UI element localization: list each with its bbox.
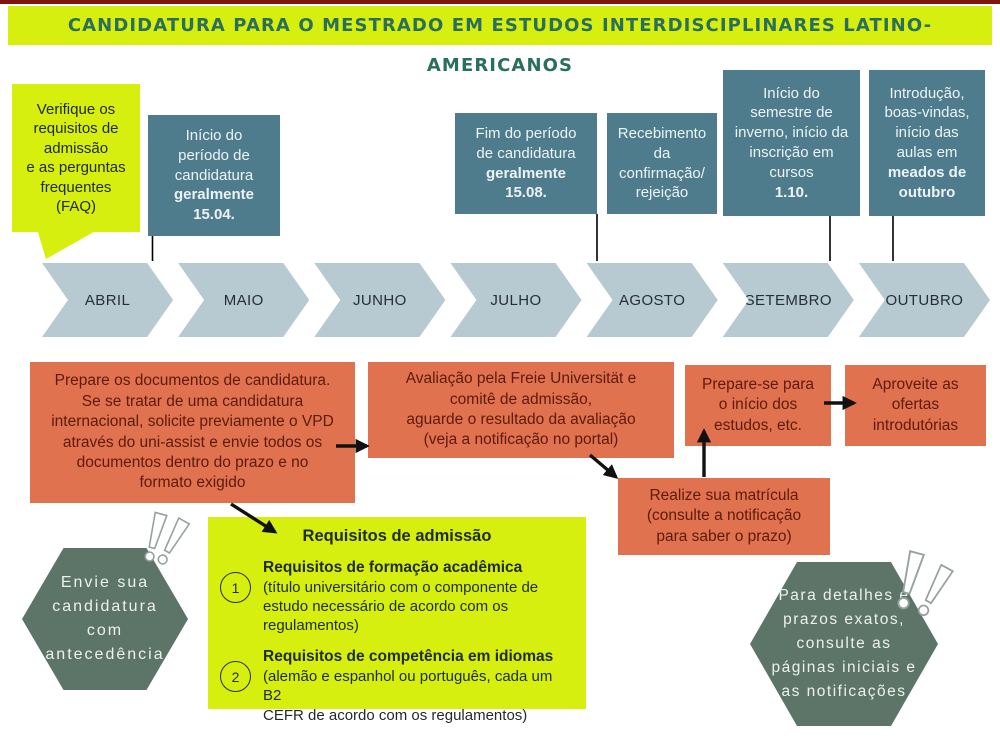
requirement-text: Requisitos de competência em idiomas (al…	[263, 647, 574, 724]
milestone-text: Início do período de candidatura	[174, 127, 254, 184]
milestone-classes-start: Introdução, boas-vindas, início das aula…	[869, 70, 985, 216]
requirement-heading: Requisitos de formação acadêmica	[263, 559, 523, 576]
milestone-text: Introdução, boas-vindas, início das aula…	[884, 84, 970, 161]
timeline-month-abril: ABRIL	[42, 263, 173, 337]
note-apply-early: Envie sua candidatura com antecedência	[22, 548, 188, 690]
milestone-semester-start: Início do semestre de inverno, início da…	[723, 70, 860, 216]
milestone-application-end: Fim do período de candidatura geralmente…	[455, 113, 597, 214]
step-prepare-documents: Prepare os documentos de candidatura. Se…	[30, 362, 355, 503]
requirement-number-badge: 2	[220, 661, 251, 693]
requirement-text: Requisitos de formação acadêmica (título…	[263, 558, 538, 635]
milestone-application-start: Início do período de candidatura geralme…	[148, 115, 280, 236]
milestone-date: 1.10.	[774, 183, 809, 201]
step-intro-offers: Aproveite as ofertas introdutórias	[845, 365, 986, 446]
page-title: CANDIDATURA PARA O MESTRADO EM ESTUDOS I…	[8, 6, 992, 76]
exclamation-icon	[157, 516, 191, 565]
step-evaluation: Avaliação pela Freie Universität e comit…	[368, 362, 674, 458]
note-check-pages: Para detalhes e prazos exatos, consulte …	[750, 562, 938, 726]
flow-arrow-evaluation-to-enrollment	[588, 453, 619, 479]
month-timeline: ABRIL MAIO JUNHO JULHO AGOSTO SETEMBRO O…	[42, 263, 990, 337]
timeline-month-outubro: OUTUBRO	[859, 263, 990, 337]
timeline-month-maio: MAIO	[178, 263, 309, 337]
timeline-month-setembro: SETEMBRO	[723, 263, 854, 337]
admission-requirements-title: Requisitos de admissão	[302, 527, 492, 545]
admission-requirements-panel: Requisitos de admissão 1 Requisitos de f…	[208, 517, 586, 724]
milestone-text: Início do semestre de inverno, início da…	[734, 84, 849, 181]
top-accent-strip	[0, 0, 1000, 4]
requirement-detail: (título universitário com o componente d…	[263, 578, 539, 635]
milestone-confirmation: Recebimento da confirmação/ rejeição	[607, 113, 717, 214]
requirement-item-language: 2 Requisitos de competência em idiomas (…	[220, 647, 574, 724]
timeline-month-agosto: AGOSTO	[587, 263, 718, 337]
requirement-number-badge: 1	[220, 572, 251, 603]
requirement-heading: Requisitos de competência em idiomas	[263, 648, 554, 666]
milestone-date: geralmente 15.04.	[173, 186, 255, 224]
faq-callout-bubble: Verifique os requisitos de admissão e as…	[12, 84, 140, 232]
milestone-text: Recebimento da confirmação/ rejeição	[617, 124, 707, 202]
milestone-date: meados de outubro	[887, 163, 967, 201]
step-prepare-studies: Prepare-se para o início dos estudos, et…	[685, 365, 831, 446]
timeline-month-julho: JULHO	[450, 263, 581, 337]
milestone-date: geralmente 15.08.	[485, 164, 567, 202]
requirement-item-academic: 1 Requisitos de formação acadêmica (títu…	[220, 558, 574, 635]
exclamation-icon	[917, 563, 955, 617]
step-enrollment: Realize sua matrícula (consulte a notifi…	[618, 478, 830, 555]
milestone-text: Fim do período de candidatura	[475, 124, 577, 162]
callout-tail	[37, 229, 99, 259]
timeline-month-junho: JUNHO	[314, 263, 445, 337]
requirement-detail: (alemão e espanhol ou português, cada um…	[263, 668, 553, 724]
